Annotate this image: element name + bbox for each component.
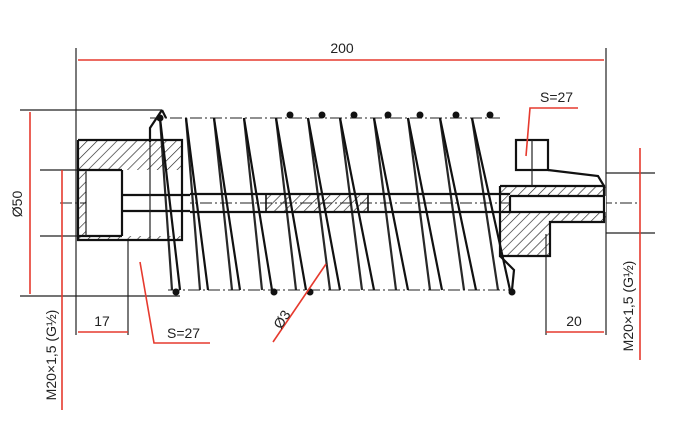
spring-coils: [150, 111, 516, 296]
right-fitting: [498, 138, 606, 291]
outer-diameter-label: Ø50: [9, 191, 25, 218]
dimension-lines: [29, 59, 641, 410]
left-wrench-size-label: S=27: [167, 325, 200, 341]
right-wrench-size-label: S=27: [540, 89, 573, 105]
left-fitting: [76, 109, 190, 242]
right-thread-label: M20×1,5 (G½): [620, 261, 636, 352]
wire-diameter-label: Ø3: [270, 307, 294, 332]
right-thread-length-label: 20: [566, 313, 582, 329]
left-thread-label: M20×1,5 (G½): [43, 310, 59, 401]
overall-length-label: 200: [330, 40, 354, 56]
left-thread-length-label: 17: [94, 313, 110, 329]
